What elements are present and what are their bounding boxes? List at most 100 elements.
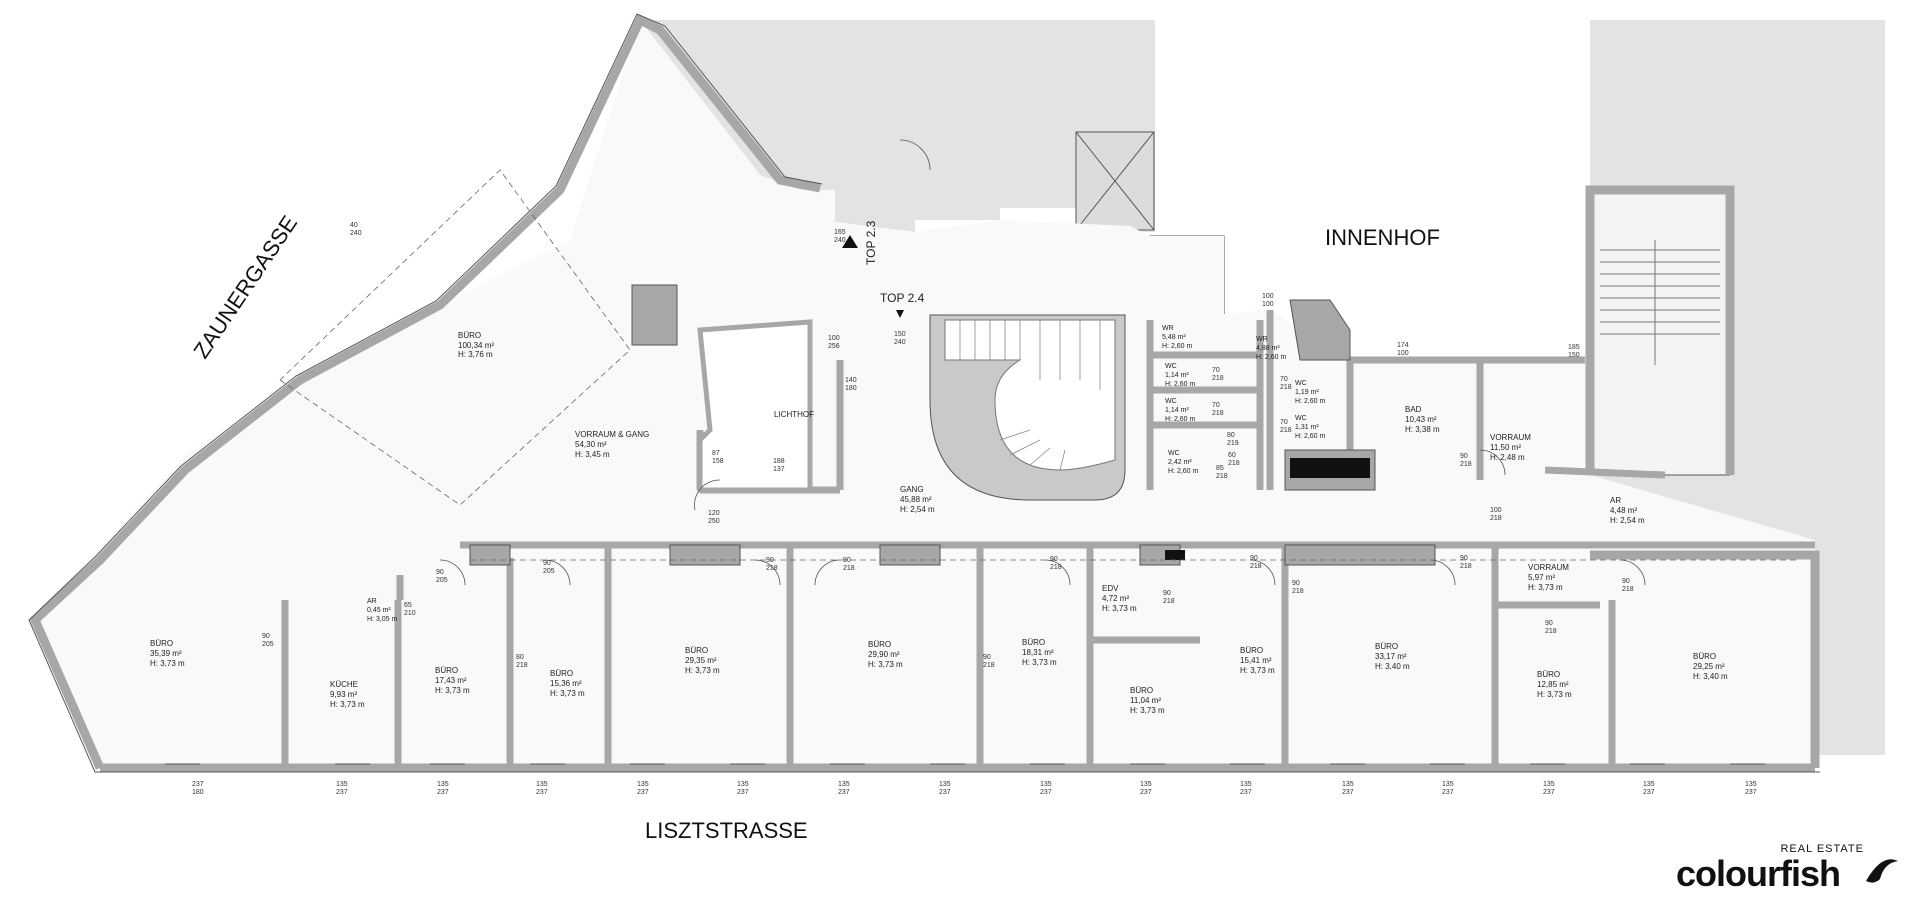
svg-text:H: 2,60 m: H: 2,60 m xyxy=(1168,468,1199,475)
svg-text:1,31 m²: 1,31 m² xyxy=(1295,424,1319,431)
room-label-buero-big: BÜRO 100,34 m² H: 3,76 m xyxy=(458,331,494,359)
svg-text:45,88 m²: 45,88 m² xyxy=(900,495,932,504)
svg-text:H: 2,60 m: H: 2,60 m xyxy=(1165,381,1196,388)
colourfish-logo: REAL ESTATE colourfish xyxy=(1672,839,1912,899)
unit-label-top23: TOP 2.3 xyxy=(864,220,878,265)
svg-text:BÜRO: BÜRO xyxy=(1240,646,1263,655)
black-shaft xyxy=(1290,458,1370,478)
svg-text:BÜRO: BÜRO xyxy=(1537,670,1560,679)
svg-text:H: 3,76 m: H: 3,76 m xyxy=(458,350,493,359)
room-label-wc3: WC 2,42 m² H: 2,60 m xyxy=(1168,450,1199,475)
street-label-zaunergasse: ZAUNERGASSE xyxy=(188,211,302,363)
svg-text:29,90 m²: 29,90 m² xyxy=(868,650,900,659)
svg-text:H: 3,38 m: H: 3,38 m xyxy=(1405,425,1440,434)
svg-text:WC: WC xyxy=(1165,363,1177,370)
svg-text:WC: WC xyxy=(1165,398,1177,405)
room-label-b2935: BÜRO 29,35 m² H: 3,73 m xyxy=(685,646,720,675)
svg-text:BÜRO: BÜRO xyxy=(1130,686,1153,695)
svg-text:11,50 m²: 11,50 m² xyxy=(1490,443,1521,452)
svg-text:35,39 m²: 35,39 m² xyxy=(150,649,182,658)
room-label-wc5: WC 1,31 m² H: 2,60 m xyxy=(1295,415,1326,440)
svg-text:WR: WR xyxy=(1162,325,1174,332)
svg-text:BÜRO: BÜRO xyxy=(685,646,708,655)
svg-text:AR: AR xyxy=(1610,496,1621,505)
svg-text:WC: WC xyxy=(1295,380,1307,387)
floor-interior xyxy=(35,20,1815,768)
svg-text:29,25 m²: 29,25 m² xyxy=(1693,662,1725,671)
svg-text:H: 2,60 m: H: 2,60 m xyxy=(1162,343,1193,350)
svg-text:AR: AR xyxy=(367,598,377,605)
svg-text:BÜRO: BÜRO xyxy=(868,640,891,649)
svg-text:H: 3,73 m: H: 3,73 m xyxy=(1130,706,1165,715)
staircase-inner xyxy=(944,319,1116,471)
svg-text:BÜRO: BÜRO xyxy=(150,639,173,648)
room-label-gang: GANG 45,88 m² H: 2,54 m xyxy=(900,485,935,514)
black-shaft-edv xyxy=(1165,550,1185,560)
svg-text:H: 3,45 m: H: 3,45 m xyxy=(575,450,610,459)
svg-text:5,97 m²: 5,97 m² xyxy=(1528,573,1555,582)
svg-text:VORRAUM: VORRAUM xyxy=(1490,433,1531,442)
lichthof-outline xyxy=(697,319,813,493)
staircase-steps xyxy=(959,320,1101,471)
svg-text:H: 3,05 m: H: 3,05 m xyxy=(367,616,398,623)
svg-text:H: 3,73 m: H: 3,73 m xyxy=(330,700,365,709)
svg-text:LICHTHOF: LICHTHOF xyxy=(774,410,814,419)
svg-text:BAD: BAD xyxy=(1405,405,1422,414)
svg-text:H: 2,54 m: H: 2,54 m xyxy=(1610,516,1645,525)
logo-wordmark: colourfish xyxy=(1676,853,1841,894)
svg-text:EDV: EDV xyxy=(1102,584,1119,593)
room-label-wc4: WC 1,19 m² H: 2,60 m xyxy=(1295,380,1326,405)
svg-text:H: 3,73 m: H: 3,73 m xyxy=(868,660,903,669)
svg-text:H: 3,73 m: H: 3,73 m xyxy=(1537,690,1572,699)
svg-text:18,31 m²: 18,31 m² xyxy=(1022,648,1054,657)
room-label-b1831: BÜRO 18,31 m² H: 3,73 m xyxy=(1022,638,1057,667)
svg-text:BÜRO: BÜRO xyxy=(458,331,481,340)
svg-text:GANG: GANG xyxy=(900,485,924,494)
svg-text:H: 3,73 m: H: 3,73 m xyxy=(150,659,185,668)
svg-text:BÜRO: BÜRO xyxy=(1693,652,1716,661)
svg-text:4,48 m²: 4,48 m² xyxy=(1610,506,1637,515)
room-label-b1536: BÜRO 15,36 m² H: 3,73 m xyxy=(550,669,585,698)
room-label-ar1: AR 4,48 m² H: 2,54 m xyxy=(1610,496,1645,525)
svg-text:H: 2,60 m: H: 2,60 m xyxy=(1165,416,1196,423)
room-label-b2990: BÜRO 29,90 m² H: 3,73 m xyxy=(868,640,903,669)
room-label-b1743: BÜRO 17,43 m² H: 3,73 m xyxy=(435,666,470,695)
svg-text:H: 2,60 m: H: 2,60 m xyxy=(1256,354,1287,361)
svg-text:17,43 m²: 17,43 m² xyxy=(435,676,467,685)
svg-text:11,04 m²: 11,04 m² xyxy=(1130,696,1161,705)
svg-text:H: 3,73 m: H: 3,73 m xyxy=(435,686,470,695)
fish-icon xyxy=(1866,859,1898,883)
svg-text:1,19 m²: 1,19 m² xyxy=(1295,389,1319,396)
svg-text:H: 3,73 m: H: 3,73 m xyxy=(1528,583,1563,592)
